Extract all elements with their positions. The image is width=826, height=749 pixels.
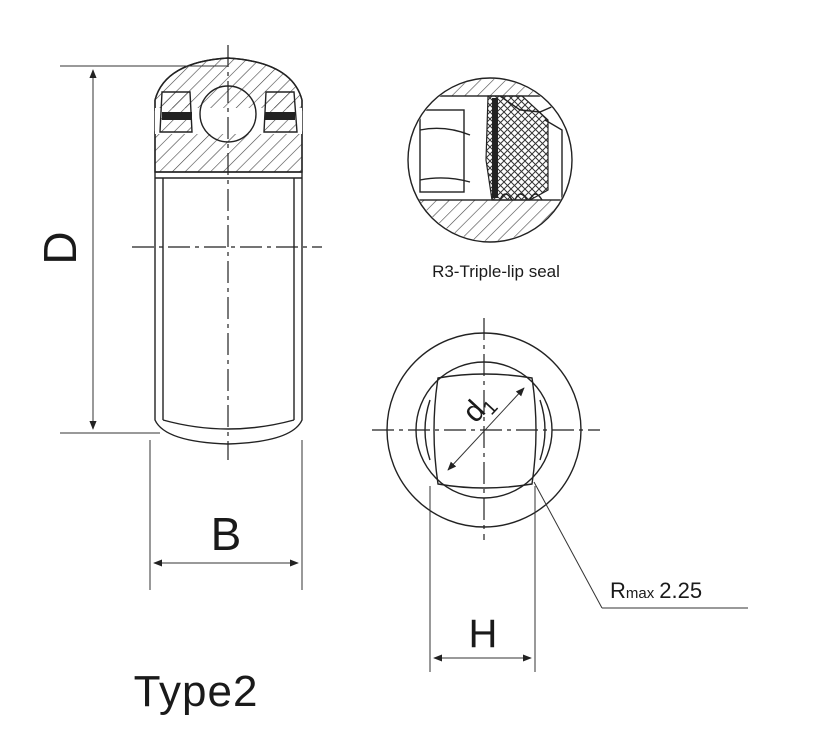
dimension-d1-label: d1 (457, 386, 503, 432)
dimension-h: H (429, 486, 536, 672)
radius-subscript: max (626, 585, 655, 602)
square-bore (433, 373, 537, 489)
dimension-d: D (34, 65, 228, 434)
dimension-b: B (149, 440, 303, 590)
seal-caption: R3-Triple-lip seal (432, 262, 560, 281)
seal-detail: R3-Triple-lip seal (407, 77, 573, 281)
bearing-side-view (132, 45, 322, 460)
radius-prefix: R (610, 578, 626, 603)
dimension-d-label: D (34, 231, 86, 264)
dimension-b-label: B (211, 508, 242, 560)
bearing-end-view: d1 (372, 318, 600, 540)
dimension-h-label: H (469, 612, 498, 656)
radius-value: 2.25 (659, 578, 702, 603)
type-label: Type2 (134, 667, 259, 716)
